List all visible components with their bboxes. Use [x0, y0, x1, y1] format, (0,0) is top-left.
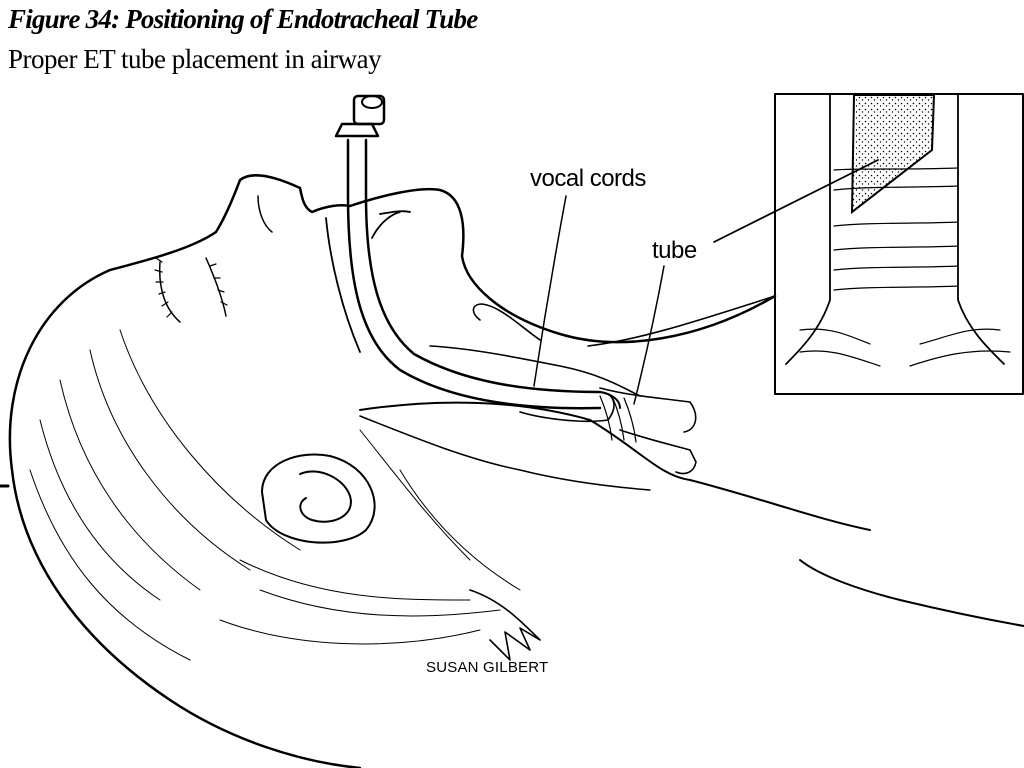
artist-credit: SUSAN GILBERT: [426, 659, 548, 676]
ear: [261, 453, 376, 544]
figure-title: Figure 34: Positioning of Endotracheal T…: [8, 4, 478, 34]
neck-contour: [359, 415, 651, 491]
inset-trachea-detail: [774, 93, 1024, 395]
inset-tube-tip: [850, 94, 936, 215]
neck-line: [359, 401, 871, 531]
hair-strands: [29, 329, 541, 661]
airway-anatomy: [429, 303, 697, 475]
endotracheal-tube: [334, 94, 621, 423]
inset-callout-line: [713, 159, 879, 243]
eye-closed: [158, 195, 273, 323]
oral-cavity: [325, 210, 411, 353]
head-outline: [8, 174, 362, 768]
vocal-cords-leader-line: [533, 195, 567, 387]
figure-subtitle: Proper ET tube placement in airway: [8, 44, 382, 74]
label-tube: tube: [652, 237, 697, 264]
eyelashes: [154, 257, 228, 318]
inset-connector-line: [587, 295, 776, 347]
shoulder-line: [799, 559, 1024, 627]
label-vocal-cords: vocal cords: [530, 165, 646, 192]
tube-leader-line: [633, 265, 665, 405]
